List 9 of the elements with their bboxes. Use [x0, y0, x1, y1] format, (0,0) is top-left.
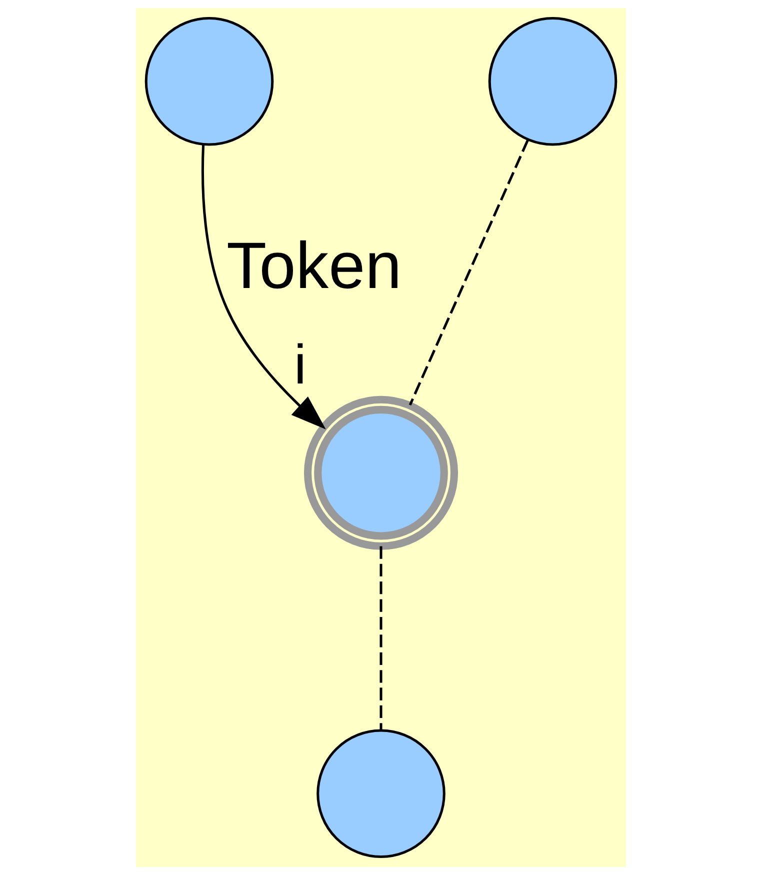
- arrow: [200, 144, 326, 430]
- node-label: i: [294, 333, 306, 396]
- connector: [408, 140, 528, 406]
- node-circle: [316, 729, 445, 858]
- node-circle: [488, 16, 617, 146]
- connector: [379, 546, 382, 730]
- node-circle: [303, 396, 458, 550]
- node-circle: [144, 16, 274, 146]
- edge-label: Token: [226, 228, 402, 302]
